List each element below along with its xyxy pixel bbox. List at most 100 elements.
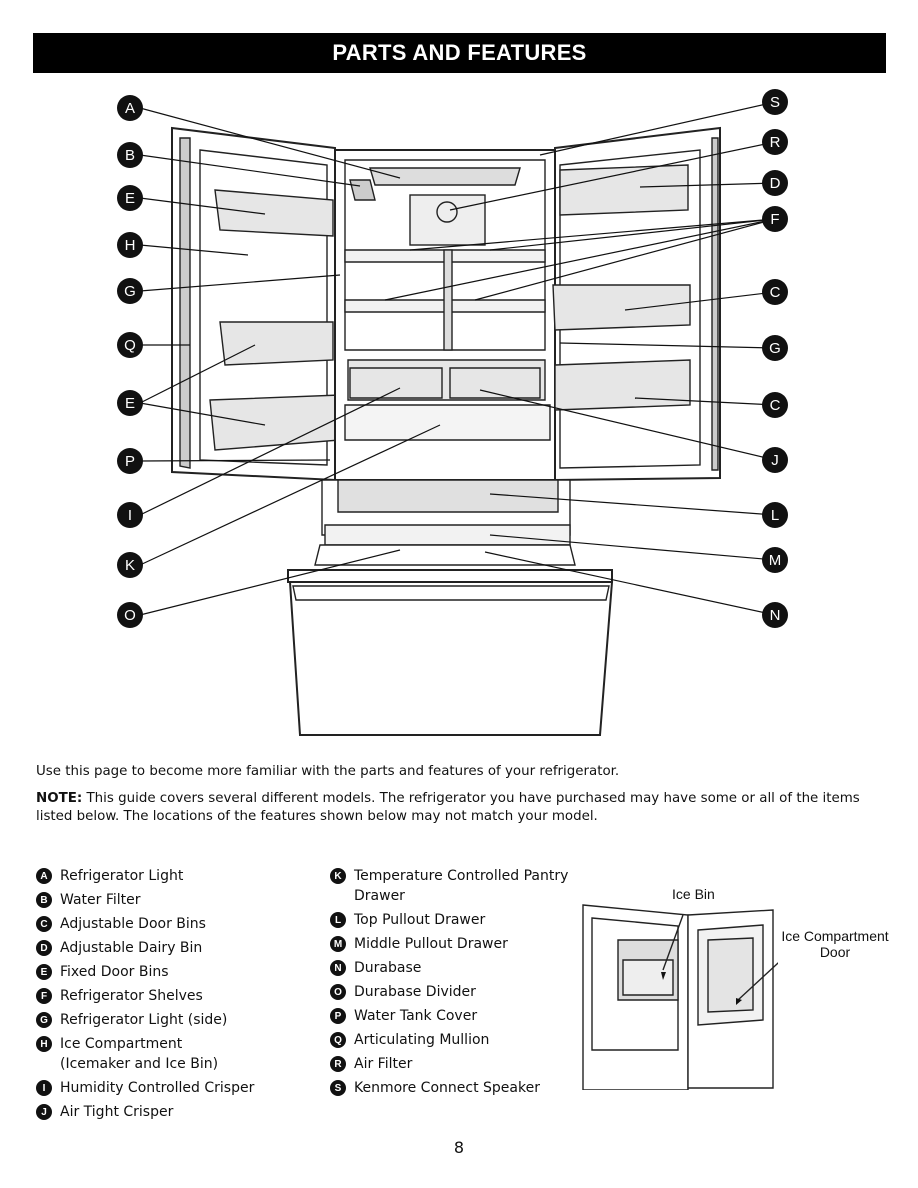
legend-item-r: R Air Filter xyxy=(330,1054,568,1078)
callout-i xyxy=(117,502,143,528)
callout-e-bottom xyxy=(117,390,143,416)
svg-text:B: B xyxy=(125,147,135,164)
note-label: NOTE: xyxy=(36,791,83,806)
svg-text:R: R xyxy=(770,134,781,151)
ice-compartment-inset xyxy=(582,904,778,1090)
svg-text:E: E xyxy=(125,395,135,412)
legend-badge: C xyxy=(36,916,52,932)
legend-text: Air Tight Crisper xyxy=(60,1104,174,1120)
callout-k xyxy=(117,552,143,578)
svg-text:N: N xyxy=(770,607,781,624)
legend-item-p: P Water Tank Cover xyxy=(330,1006,568,1030)
svg-text:H: H xyxy=(125,237,136,254)
legend-item-o: O Durabase Divider xyxy=(330,982,568,1006)
callout-q xyxy=(117,332,143,358)
legend-text: Adjustable Dairy Bin xyxy=(60,940,203,956)
svg-text:C: C xyxy=(770,397,781,414)
ice-door-label: Ice Compartment Door xyxy=(780,928,890,960)
legend-badge: O xyxy=(330,984,346,1000)
legend-text: Refrigerator Shelves xyxy=(60,988,203,1004)
callout-r xyxy=(762,129,788,155)
legend-text: Water Tank Cover xyxy=(354,1008,478,1024)
callout-p xyxy=(117,448,143,474)
refrigerator-illustration: A B E H G Q E P I K O S R D F C G C J L … xyxy=(117,89,788,736)
legend-text: Water Filter xyxy=(60,892,141,908)
svg-text:M: M xyxy=(769,552,782,569)
page-header: PARTS AND FEATURES xyxy=(33,33,886,73)
legend-text: Middle Pullout Drawer xyxy=(354,936,508,952)
legend-item-k: K Temperature Controlled Pantry Drawer xyxy=(330,866,568,910)
legend-item-m: M Middle Pullout Drawer xyxy=(330,934,568,958)
callout-m xyxy=(762,547,788,573)
legend-badge: I xyxy=(36,1080,52,1096)
legend-text: Air Filter xyxy=(354,1056,413,1072)
callout-o xyxy=(117,602,143,628)
svg-text:I: I xyxy=(128,507,132,524)
legend-badge: A xyxy=(36,868,52,884)
svg-text:G: G xyxy=(124,283,136,300)
legend-badge: G xyxy=(36,1012,52,1028)
legend-badge: Q xyxy=(330,1032,346,1048)
legend-badge: D xyxy=(36,940,52,956)
legend-badge: S xyxy=(330,1080,346,1096)
callout-n xyxy=(762,602,788,628)
note-text: NOTE: This guide covers several differen… xyxy=(36,790,886,826)
svg-text:G: G xyxy=(769,340,781,357)
callout-c-top xyxy=(762,279,788,305)
svg-text:F: F xyxy=(770,211,779,228)
legend-item-n: N Durabase xyxy=(330,958,568,982)
svg-text:S: S xyxy=(770,94,780,111)
legend-item-b: B Water Filter xyxy=(36,890,254,914)
legend-item-j: J Air Tight Crisper xyxy=(36,1102,254,1126)
callout-c-bottom xyxy=(762,392,788,418)
svg-text:L: L xyxy=(771,507,779,524)
svg-text:O: O xyxy=(124,607,136,624)
callout-j xyxy=(762,447,788,473)
legend-text: Durabase Divider xyxy=(354,984,476,1000)
callout-s xyxy=(762,89,788,115)
ice-bin-label: Ice Bin xyxy=(672,886,715,902)
callout-f xyxy=(762,206,788,232)
legend-item-q: Q Articulating Mullion xyxy=(330,1030,568,1054)
ice-door-label-line1: Ice Compartment xyxy=(781,928,889,944)
legend-badge: R xyxy=(330,1056,346,1072)
legend-item-h: H Ice Compartment (Icemaker and Ice Bin) xyxy=(36,1034,254,1078)
callout-a xyxy=(117,95,143,121)
legend-badge: N xyxy=(330,960,346,976)
callout-l xyxy=(762,502,788,528)
legend-text: Refrigerator Light xyxy=(60,868,184,884)
legend-badge: F xyxy=(36,988,52,1004)
legend-badge: J xyxy=(36,1104,52,1120)
legend-badge: M xyxy=(330,936,346,952)
svg-text:A: A xyxy=(125,100,135,117)
legend-item-a: A Refrigerator Light xyxy=(36,866,254,890)
header-title: PARTS AND FEATURES xyxy=(332,40,587,65)
legend-badge: E xyxy=(36,964,52,980)
legend-item-f: F Refrigerator Shelves xyxy=(36,986,254,1010)
svg-text:K: K xyxy=(125,557,135,574)
legend-text: Articulating Mullion xyxy=(354,1032,490,1048)
svg-text:D: D xyxy=(770,175,781,192)
callout-g-right xyxy=(762,335,788,361)
legend-text: Temperature Controlled Pantry Drawer xyxy=(354,868,569,904)
svg-text:Q: Q xyxy=(124,337,136,354)
svg-text:E: E xyxy=(125,190,135,207)
legend-badge: B xyxy=(36,892,52,908)
note-body: This guide covers several different mode… xyxy=(36,791,860,824)
svg-text:P: P xyxy=(125,453,135,470)
svg-text:J: J xyxy=(771,452,779,469)
legend-badge: P xyxy=(330,1008,346,1024)
svg-text:C: C xyxy=(770,284,781,301)
legend-badge: H xyxy=(36,1036,52,1052)
legend-text: Durabase xyxy=(354,960,422,976)
legend-text: Ice Compartment (Icemaker and Ice Bin) xyxy=(60,1036,219,1072)
legend-badge: K xyxy=(330,868,346,884)
callout-e-top xyxy=(117,185,143,211)
